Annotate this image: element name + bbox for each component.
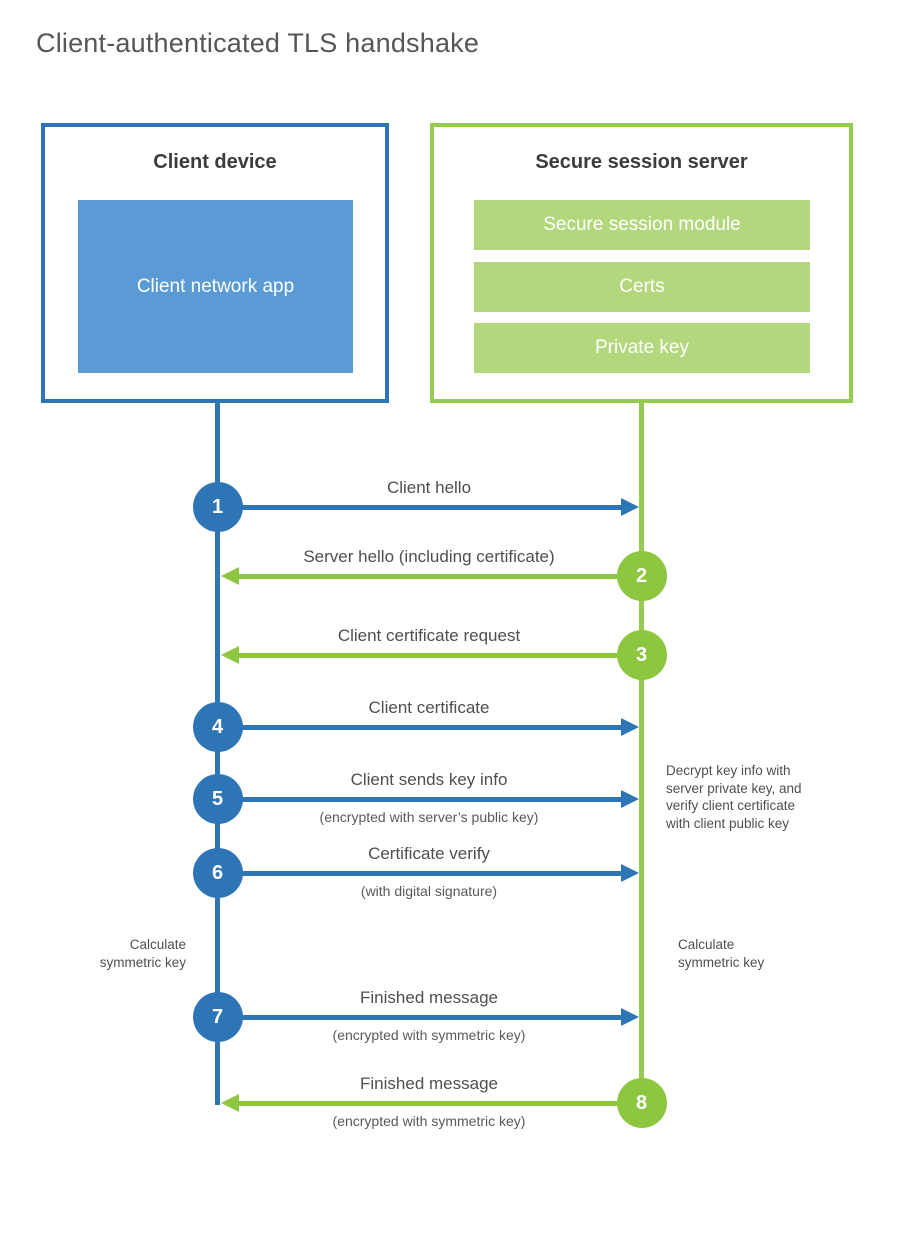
message-arrow-stem-1 [220,505,622,510]
client-network-app-rect: Client network app [78,200,353,373]
decrypt-key-note: Decrypt key info with server private key… [666,763,802,831]
message-arrow-stem-3 [239,653,641,658]
message-label-3: Client certificate request [337,626,521,645]
client-device-title: Client device [153,151,277,173]
step-circle-5: 5 [192,774,243,824]
client-lifeline [215,401,220,1105]
message-sublabel-6: (with digital signature) [360,883,498,899]
message-label-2: Server hello (including certificate) [303,547,555,566]
message-label-6: Certificate verify [368,844,490,863]
step-circle-8: 8 [616,1078,667,1128]
step-circle-4: 4 [192,702,243,752]
message-arrow-stem-4 [220,725,622,730]
message-label-5: Client sends key info [350,770,508,789]
message-sublabel-7: (encrypted with symmetric key) [332,1027,526,1043]
message-label-1: Client hello [386,478,472,497]
step-circle-6: 6 [192,848,243,898]
client-calculate-symmetric-key-note: Calculate symmetric key [99,937,186,970]
message-arrow-head-6 [621,864,639,882]
step-circle-2: 2 [616,551,667,601]
server-certs-bar: Certs [474,262,810,312]
server-calculate-symmetric-key-note: Calculate symmetric key [678,937,765,970]
secure-session-server-box: Secure session server Secure session mod… [430,123,853,403]
message-arrow-head-2 [221,567,239,585]
message-sublabel-5: (encrypted with server’s public key) [319,809,539,825]
message-label-7: Finished message [360,988,498,1007]
message-arrow-head-4 [621,718,639,736]
page-title: Client-authenticated TLS handshake [36,28,480,58]
secure-session-server-title: Secure session server [535,151,748,173]
message-arrow-head-5 [621,790,639,808]
message-arrow-stem-5 [220,797,622,802]
step-circle-1: 1 [192,482,243,532]
server-lifeline [639,401,644,1105]
message-sublabel-8: (encrypted with symmetric key) [332,1113,526,1129]
message-arrow-head-3 [221,646,239,664]
message-arrow-stem-6 [220,871,622,876]
message-arrow-head-7 [621,1008,639,1026]
server-module-bar: Secure session module [474,200,810,250]
message-arrow-head-1 [621,498,639,516]
message-arrow-stem-8 [239,1101,641,1106]
server-private-key-bar: Private key [474,323,810,373]
message-label-8: Finished message [360,1074,498,1093]
step-circle-7: 7 [192,992,243,1042]
message-arrow-stem-2 [239,574,641,579]
message-arrow-head-8 [221,1094,239,1112]
step-circle-3: 3 [616,630,667,680]
message-arrow-stem-7 [220,1015,622,1020]
message-label-4: Client certificate [368,698,490,717]
client-device-box: Client device Client network app [41,123,389,403]
